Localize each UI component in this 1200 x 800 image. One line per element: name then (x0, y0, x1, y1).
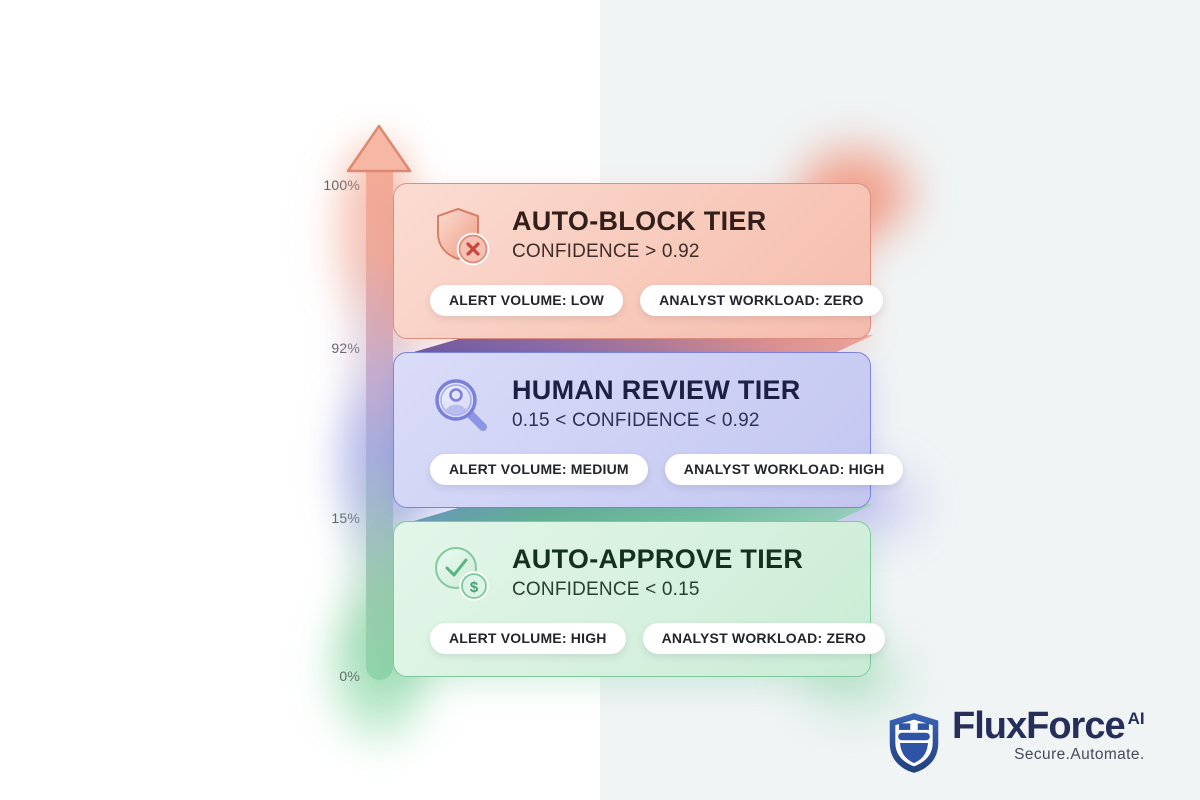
analyst-workload-badge: ANALYST WORKLOAD: ZERO (642, 623, 886, 654)
tier-subtitle: 0.15 < CONFIDENCE < 0.92 (512, 410, 760, 432)
arrow-up-icon (346, 124, 412, 173)
axis-tick-0: 0% (339, 668, 360, 684)
tier-card-auto-approve: $ AUTO-APPROVE TIER CONFIDENCE < 0.15 AL… (393, 521, 886, 677)
alert-volume-badge: ALERT VOLUME: LOW (430, 285, 624, 316)
tier-card-human-review: HUMAN REVIEW TIER 0.15 < CONFIDENCE < 0.… (393, 352, 904, 508)
magnifier-person-icon (435, 379, 487, 431)
tier-title: AUTO-BLOCK TIER (512, 206, 767, 236)
check-dollar-icon: $ (435, 547, 489, 601)
svg-text:$: $ (470, 579, 479, 596)
confidence-axis-arrow (366, 162, 393, 680)
shield-logo-icon (889, 713, 939, 773)
tier-card-auto-block: AUTO-BLOCK TIER CONFIDENCE > 0.92 ALERT … (393, 183, 883, 339)
tier-title: HUMAN REVIEW TIER (512, 375, 801, 405)
alert-volume-badge: ALERT VOLUME: HIGH (430, 623, 626, 654)
brand-superscript: AI (1127, 709, 1145, 728)
analyst-workload-badge: ANALYST WORKLOAD: HIGH (664, 454, 904, 485)
tier-subtitle: CONFIDENCE < 0.15 (512, 579, 700, 601)
tier-title: AUTO-APPROVE TIER (512, 544, 804, 574)
analyst-workload-badge: ANALYST WORKLOAD: ZERO (640, 285, 883, 316)
alert-volume-badge: ALERT VOLUME: MEDIUM (430, 454, 648, 485)
shield-block-icon (437, 208, 490, 266)
brand-tagline: Secure.Automate. (1014, 745, 1145, 763)
tier-subtitle: CONFIDENCE > 0.92 (512, 241, 700, 263)
